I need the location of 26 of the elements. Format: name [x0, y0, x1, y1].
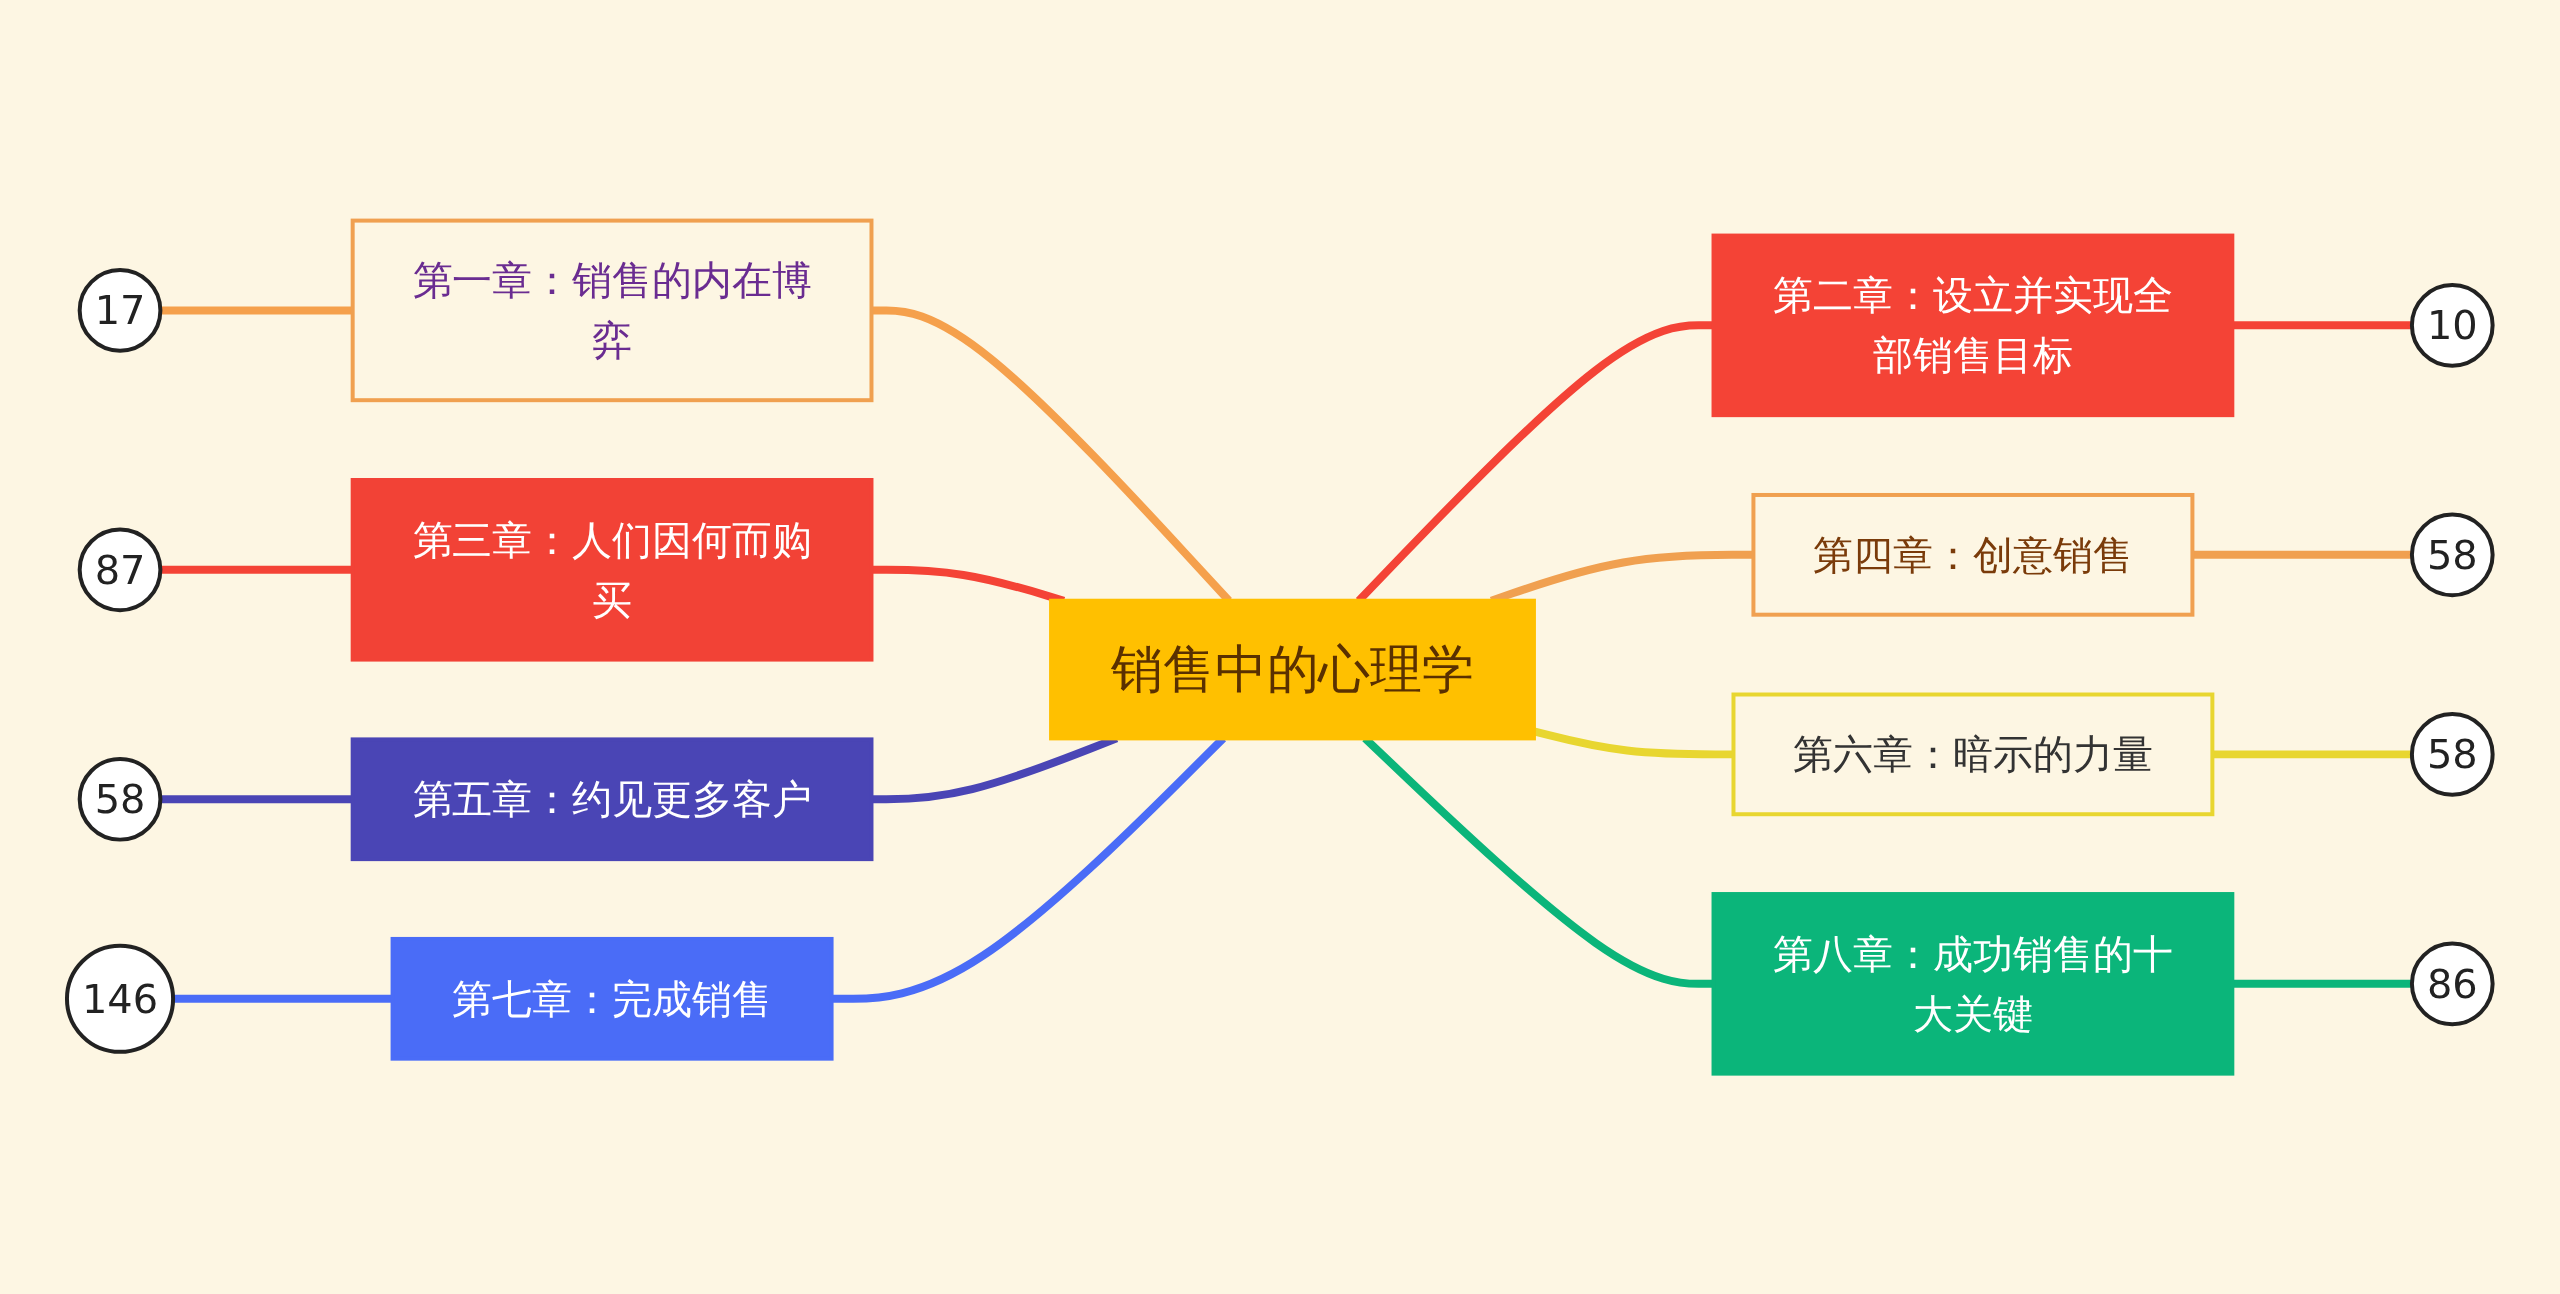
- node-circle: 86: [2410, 941, 2495, 1027]
- node-box: 第四章：创意销售: [1751, 492, 2195, 617]
- node-box: 第七章：完成销售: [390, 936, 834, 1061]
- node-box: 第一章：销售的内在博弈: [350, 218, 874, 403]
- connector: [2192, 550, 2413, 559]
- node-box: 第五章：约见更多客户: [350, 737, 874, 861]
- node-circle: 87: [77, 527, 163, 613]
- connector: [160, 565, 353, 574]
- node-box: 第六章：暗示的力量: [1731, 692, 2215, 817]
- node-circle: 58: [77, 756, 163, 842]
- node-box: 第八章：成功销售的十大关键: [1711, 891, 2235, 1076]
- connector: [160, 795, 353, 804]
- connector: [2212, 750, 2413, 759]
- node-box: 第二章：设立并实现全部销售目标: [1711, 233, 2235, 418]
- node-circle: 17: [77, 267, 163, 353]
- node-box: 销售中的心理学: [1049, 598, 1537, 741]
- connector: [160, 306, 353, 315]
- connector: [2232, 979, 2413, 988]
- connector: [2232, 321, 2413, 330]
- node-circle: 146: [65, 943, 176, 1054]
- connector: [173, 994, 393, 1003]
- node-circle: 10: [2410, 282, 2495, 368]
- node-box: 第三章：人们因何而购买: [350, 477, 874, 662]
- connector: [1533, 727, 1734, 759]
- node-circle: 58: [2410, 711, 2495, 797]
- node-circle: 58: [2410, 512, 2495, 598]
